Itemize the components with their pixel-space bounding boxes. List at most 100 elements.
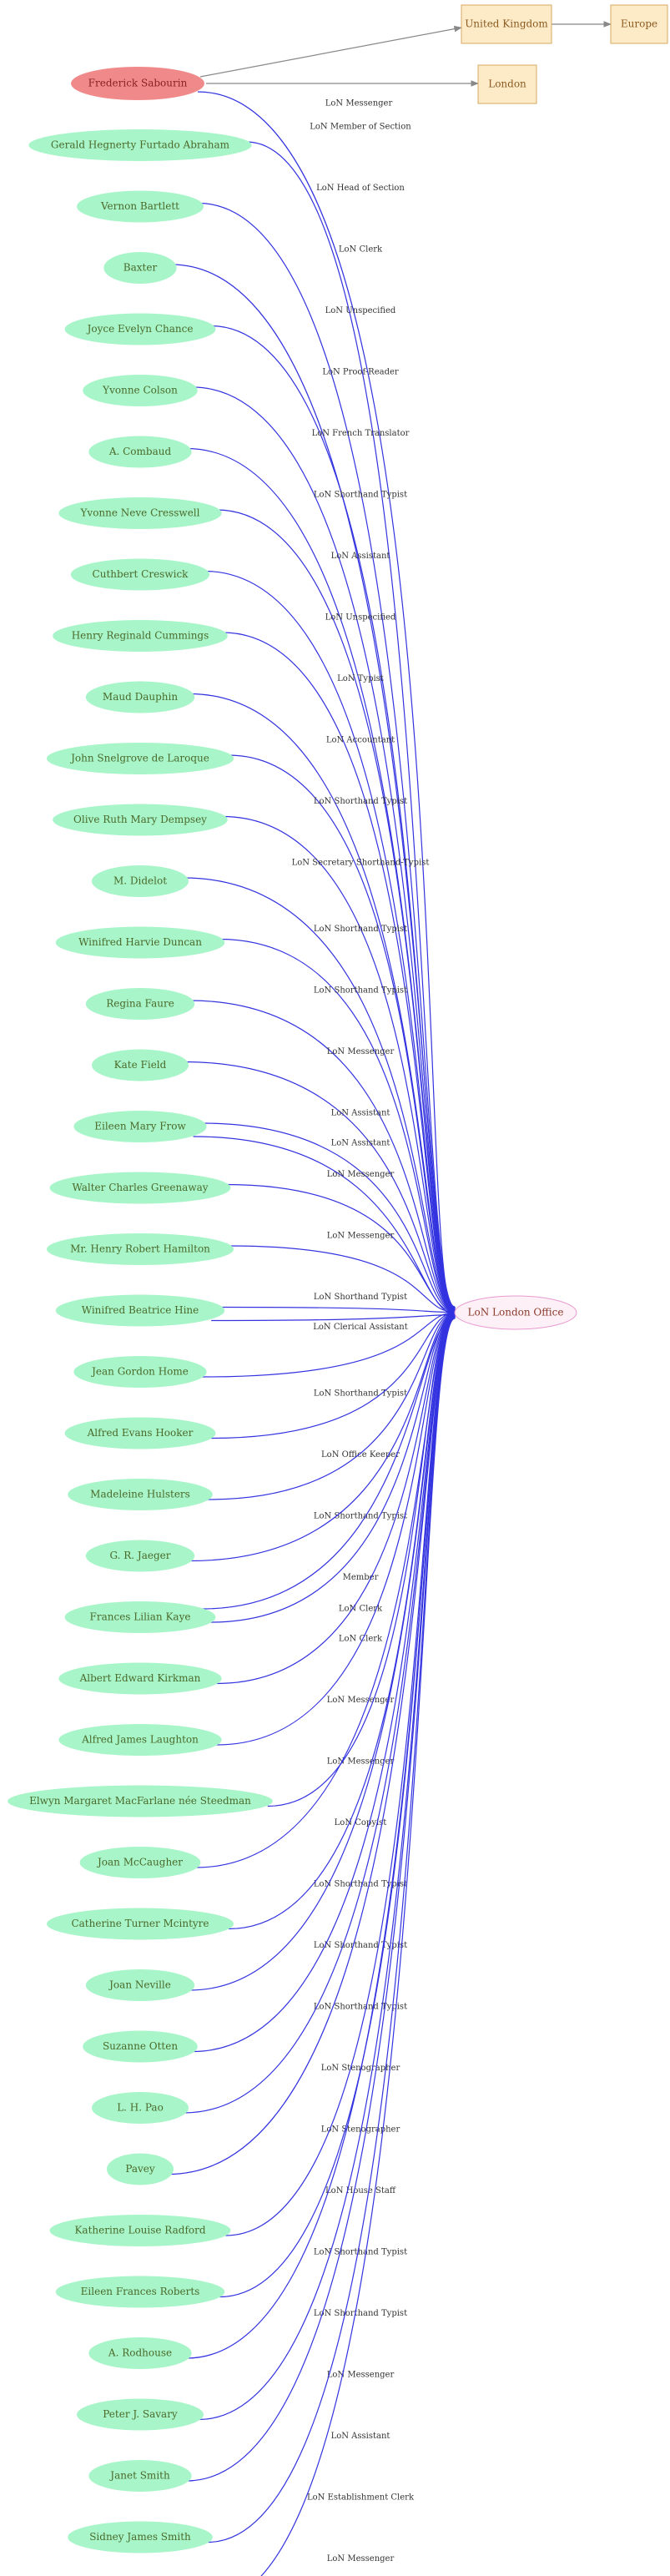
edge-role-label: LoN Unspecified [325,306,396,315]
person-label: Catherine Turner Mcintyre [71,1918,209,1929]
person-node-a-rodhouse: A. Rodhouse [88,2337,192,2369]
person-node-frances-lilian-kaye: Frances Lilian Kaye [64,1601,216,1633]
edge-role-label: LoN French Translator [312,429,410,438]
person-label: John Snelgrove de Laroque [69,753,209,764]
person-ellipse [55,2276,225,2308]
place-label: London [488,78,526,90]
person-node-madeleine-hulsters: Madeleine Hulsters [68,1479,213,1510]
person-label: Peter J. Savary [103,2408,178,2420]
person-node-henry-reginald-cummings: Henry Reginald Cummings [53,620,228,652]
edge-person-to-office [201,1122,456,1315]
edge-role-label: LoN Assistant [331,1109,390,1118]
person-label: Mr. Henry Robert Hamilton [70,1243,210,1255]
person-label: Alfred Evans Hooker [87,1427,194,1439]
place-node-europe: Europe [610,4,668,44]
person-ellipse [53,620,228,652]
person-node-winifred-harvie-duncan: Winifred Harvie Duncan [55,926,225,959]
edge-role-label: LoN Messenger [327,1170,395,1179]
person-ellipse [73,1356,207,1388]
edge-role-label: LoN Unspecified [325,613,396,623]
person-ellipse [64,1417,216,1449]
person-label: Sidney James Smith [89,2531,191,2543]
person-node-highlight: Frederick Sabourin [71,67,204,100]
person-label: Cuthbert Creswick [93,568,189,580]
edge-role-label: LoN Messenger [327,1757,395,1767]
edge-person-to-office [171,264,456,1311]
person-label: A. Combaud [108,446,172,457]
edge-highlight-to-uk [199,25,462,78]
edge-person-to-office [210,325,456,1311]
person-node-albert-edward-kirkman: Albert Edward Kirkman [58,1662,222,1695]
edge-role-label: LoN Office Keeper [321,1450,400,1459]
edge-role-label: LoN Shorthand Typist [314,986,407,996]
person-label: L. H. Pao [117,2102,164,2114]
edge-person-to-office [192,1313,456,2053]
office-ellipse [454,1295,577,1330]
person-label: Kate Field [114,1059,167,1071]
edge-person-to-office [189,1310,456,1562]
edge-person-to-office [219,1306,456,1316]
person-label: Yvonne Neve Cresswell [80,507,200,519]
person-node-kate-field: Kate Field [92,1049,189,1081]
edge-role-label: LoN Head of Section [316,184,405,193]
edge-person-to-office-second [202,1313,456,1610]
person-label: Madeleine Hulsters [90,1489,190,1500]
place-box [477,64,537,104]
edge-person-to-office [183,877,456,1313]
person-node-elwyn-margaret-macfarlane-n-e-steedman: Elwyn Margaret MacFarlane née Steedman [8,1785,273,1817]
person-ellipse [79,1847,201,1878]
person-label: Regina Faure [106,998,174,1010]
person-ellipse [55,1294,225,1327]
person-label: Maud Dauphin [103,691,178,703]
edge-person-to-office-second [193,1136,456,1318]
person-label: Yvonne Colson [102,385,178,396]
person-label: A. Rodhouse [108,2347,172,2359]
person-node-suzanne-otten: Suzanne Otten [83,2030,198,2063]
edge-role-label: LoN Assistant [331,552,390,561]
person-node-maud-dauphin: Maud Dauphin [85,681,195,713]
person-node-winifred-beatrice-hine: Winifred Beatrice Hine [55,1294,225,1327]
person-ellipse [92,865,189,897]
person-label: Gerald Hegnerty Furtado Abraham [51,139,230,151]
office-node: LoN London Office [454,1295,577,1330]
person-ellipse [92,1049,189,1081]
person-node-yvonne-neve-cresswell: Yvonne Neve Cresswell [58,497,222,529]
person-label: Joan Neville [108,1979,171,1991]
person-ellipse [47,1233,234,1265]
edge-person-to-office [201,1309,456,1378]
person-ellipse [70,558,210,591]
person-label: Walter Charles Greenaway [72,1182,208,1193]
edge-role-label: LoN Messenger [325,99,393,108]
edge-person-to-office [216,1310,456,1685]
edge-role-label: LoN Messenger [327,2554,395,2563]
person-ellipse [85,1540,195,1572]
edge-role-label: LoN Shorthand Typist [314,925,407,934]
edge-person-to-office [222,815,456,1313]
person-node-olive-ruth-mary-dempsey: Olive Ruth Mary Dempsey [53,804,228,836]
person-node-mr-henry-robert-hamilton: Mr. Henry Robert Hamilton [47,1233,234,1265]
edge-person-to-office [186,447,456,1312]
edge-role-label: LoN Shorthand Typist [314,1512,407,1521]
person-label: G. R. Jaeger [109,1550,170,1561]
person-ellipse [64,313,216,345]
person-label: Olive Ruth Mary Dempsey [73,814,207,825]
edge-role-label: LoN Establishment Clerk [307,2493,415,2503]
person-node-cuthbert-creswick: Cuthbert Creswick [70,558,210,591]
person-ellipse [49,2215,231,2246]
person-ellipse [88,2460,192,2492]
person-ellipse [85,681,195,713]
person-node-a-combaud: A. Combaud [88,436,192,468]
person-ellipse [88,436,192,468]
edge-person-to-office [207,1309,456,1500]
place-box [610,4,668,44]
person-node-jean-gordon-home: Jean Gordon Home [73,1356,207,1388]
edge-role-label: LoN Proof-Reader [322,368,399,377]
person-label: Eileen Frances Roberts [81,2286,200,2297]
edge-role-label: LoN Messenger [327,1696,395,1705]
person-node-m-didelot: M. Didelot [92,865,189,897]
person-node-g-r-jaeger: G. R. Jaeger [85,1540,195,1572]
person-node-joan-mccaugher: Joan McCaugher [79,1847,201,1878]
edge-person-to-office [216,509,456,1312]
edge-role-label: LoN Assistant [331,1139,390,1148]
